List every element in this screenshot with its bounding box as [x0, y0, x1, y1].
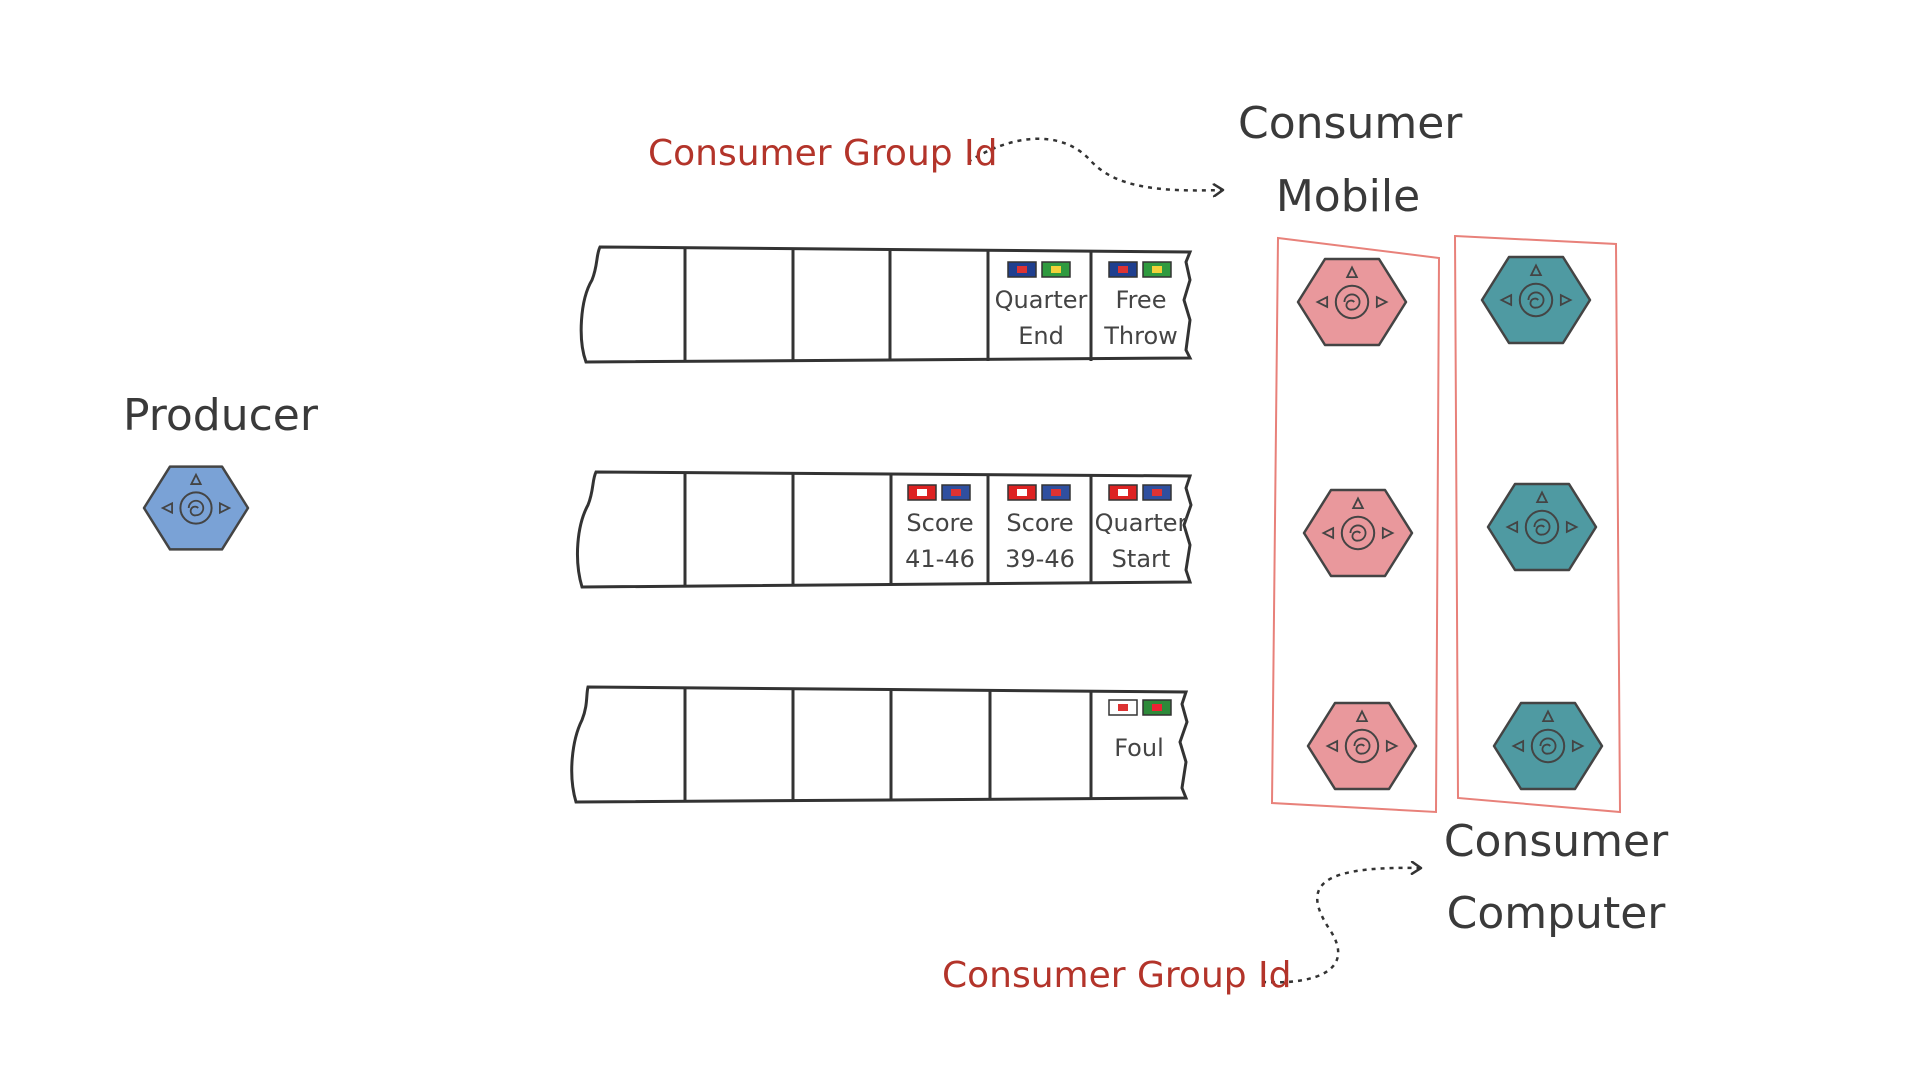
consumer-mobile-node-icon-1 [1296, 257, 1408, 347]
message-line1: Quarter [994, 286, 1088, 314]
message-p2-3: Quarter Start [1093, 505, 1189, 577]
message-line1: Score [906, 509, 974, 537]
message-p1-2: Free Throw [1094, 282, 1188, 354]
consumer-computer-node-icon-1 [1480, 255, 1592, 345]
message-line2: End [1018, 322, 1064, 350]
message-line2: Throw [1104, 322, 1178, 350]
message-line1: Score [1006, 509, 1074, 537]
partition-1 [579, 245, 1193, 364]
consumer-computer-line2: Computer [1446, 888, 1666, 939]
partition-2 [575, 470, 1193, 589]
computer-group-box [1453, 234, 1622, 814]
message-p3-1: Foul [1093, 730, 1185, 766]
mobile-group-box [1270, 236, 1441, 814]
group-id-top-arrow [967, 137, 1222, 191]
consumer-mobile-node-icon-3 [1306, 701, 1418, 791]
message-p1-1: Quarter End [992, 282, 1090, 354]
consumer-computer-line1: Consumer [1443, 816, 1669, 867]
message-line1: Free [1115, 286, 1167, 314]
message-line2: Start [1111, 545, 1171, 573]
consumer-computer-node-icon-2 [1486, 482, 1598, 572]
consumer-mobile-node-icon-2 [1302, 488, 1414, 578]
message-line1: Quarter [1094, 509, 1188, 537]
consumer-mobile-line2: Mobile [1275, 171, 1421, 222]
message-p2-2: Score 39-46 [990, 505, 1090, 577]
producer-label: Producer [123, 390, 318, 441]
message-line2: 39-46 [1005, 545, 1075, 573]
consumer-computer-node-icon-3 [1492, 701, 1604, 791]
consumer-mobile-line1: Consumer [1238, 98, 1463, 149]
partition-3 [570, 685, 1189, 804]
producer-node-icon [142, 465, 250, 551]
group-id-bottom-label: Consumer Group Id [942, 955, 1292, 996]
message-line2: 41-46 [905, 545, 975, 573]
group-id-top-label: Consumer Group Id [648, 133, 998, 174]
message-line1: Foul [1114, 734, 1164, 762]
message-p2-1: Score 41-46 [892, 505, 988, 577]
flag-icons [907, 261, 1172, 716]
